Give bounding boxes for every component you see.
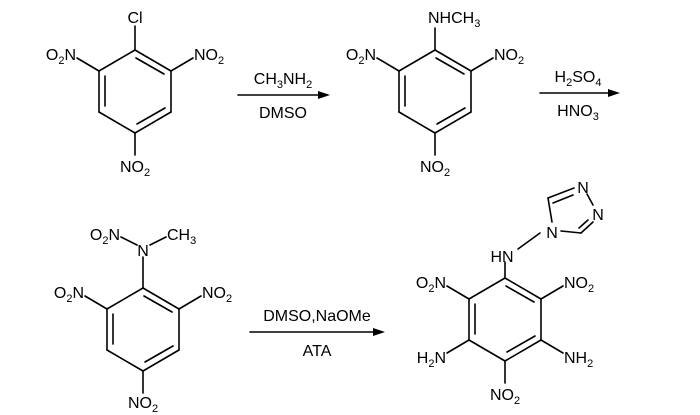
reagent-below-3: ATA: [303, 343, 332, 360]
reagent-above-1: CH3NH2: [254, 71, 312, 91]
arrow-head-3: [373, 328, 385, 336]
reagent-above-2: H2SO4: [555, 69, 602, 89]
arrow-head-1: [318, 91, 330, 99]
benzene-ring-3: [106, 287, 180, 372]
label-no2-upper-left: O2N: [416, 275, 446, 295]
bond-nh-n4: [517, 232, 541, 250]
label-nh2-lower-left: H2N: [417, 350, 446, 370]
label-no2-right: NO2: [194, 47, 224, 67]
benzene-ring-1: [98, 49, 172, 134]
reaction-arrow-3: DMSO,NaOMe ATA: [249, 308, 385, 360]
label-no2-upper-right: NO2: [564, 275, 594, 295]
bond-nh2-lower-right: [540, 339, 564, 354]
label-no2-bottom: NO2: [128, 395, 158, 415]
label-hn: HN: [490, 249, 513, 266]
label-n-no2: O2N: [90, 227, 120, 247]
triazole-ring: [547, 187, 594, 234]
label-no2-left: O2N: [54, 285, 84, 305]
reagent-below-1: DMSO: [259, 105, 307, 122]
bond-no2-left: [76, 57, 100, 72]
bond-no2-upper-left: [446, 285, 470, 300]
label-no2-bottom: NO2: [120, 159, 150, 179]
bond-no2-upper-right: [540, 285, 564, 300]
label-triazole-n4: N: [546, 225, 558, 242]
benzene-ring-4: [468, 277, 542, 362]
label-nhch3: NHCH3: [428, 10, 480, 30]
compound-3: N O2N CH3 O2N NO2 NO2: [54, 227, 232, 415]
bond-no2-left: [84, 295, 108, 310]
label-ch3: CH3: [167, 227, 196, 247]
compound-4: HN N N N O2N NO2 H2N NH2 NO2: [416, 180, 604, 407]
bond-no2-right: [470, 57, 494, 72]
bond-n-ch3: [149, 236, 167, 246]
label-no2-left: O2N: [346, 47, 376, 67]
reagent-below-2: HNO3: [557, 103, 599, 123]
label-no2-bottom: NO2: [490, 387, 520, 407]
bond-n-no2: [120, 236, 138, 246]
bond-nh2-lower-left: [446, 339, 470, 354]
compound-2: NHCH3 O2N NO2 NO2: [346, 10, 524, 179]
reagent-above-3: DMSO,NaOMe: [263, 308, 371, 325]
bond-no2-right: [178, 295, 202, 310]
label-no2-left: O2N: [46, 47, 76, 67]
benzene-ring-2: [398, 49, 472, 134]
label-no2-right: NO2: [494, 47, 524, 67]
label-cl: Cl: [127, 10, 142, 27]
reaction-arrow-2: H2SO4 HNO3: [539, 69, 620, 123]
label-triazole-n1: N: [577, 180, 589, 197]
label-no2-bottom: NO2: [420, 159, 450, 179]
label-n: N: [137, 243, 149, 260]
label-nh2-lower-right: NH2: [564, 350, 593, 370]
label-triazole-n2: N: [592, 207, 604, 224]
bond-no2-right: [170, 57, 194, 72]
compound-1: Cl O2N NO2 NO2: [46, 10, 224, 179]
bond-no2-left: [376, 57, 400, 72]
label-no2-right: NO2: [202, 285, 232, 305]
reaction-arrow-1: CH3NH2 DMSO: [237, 71, 330, 122]
arrow-head-2: [608, 89, 620, 97]
